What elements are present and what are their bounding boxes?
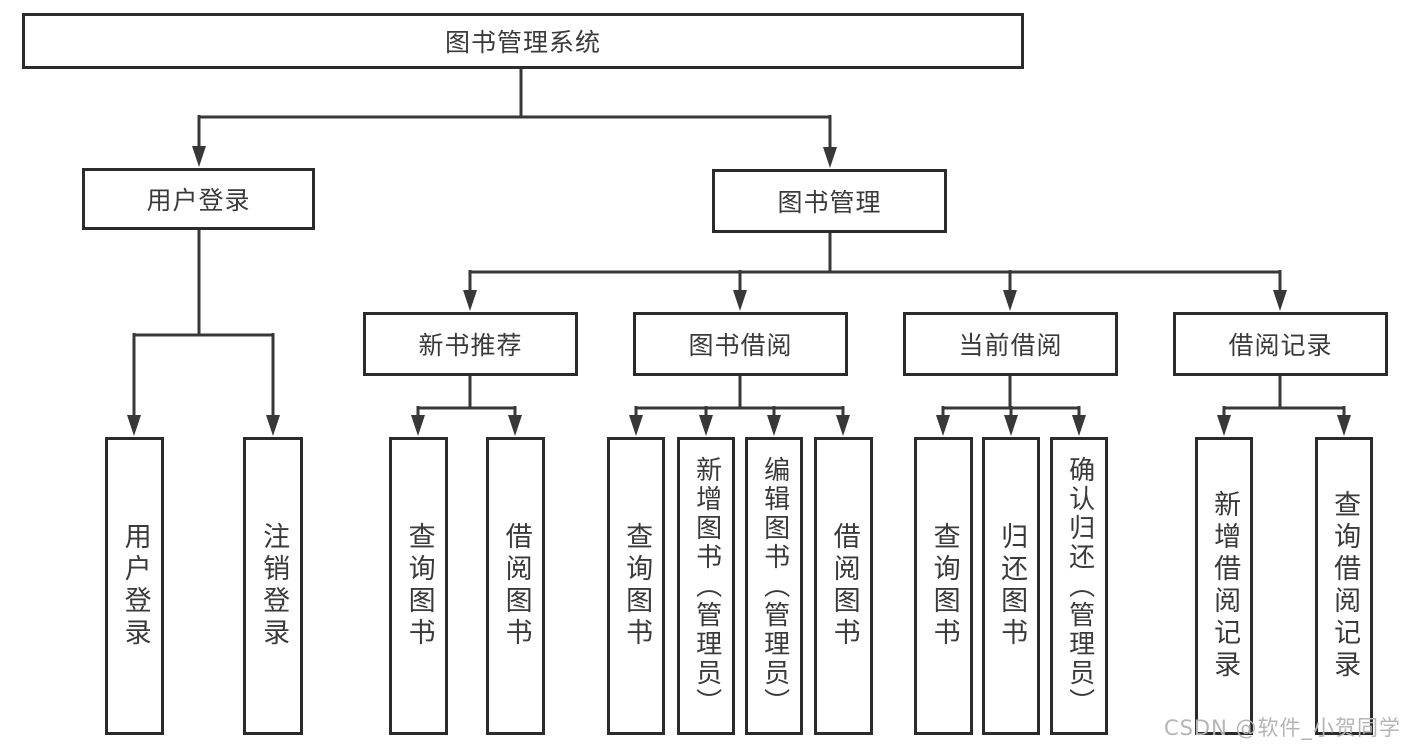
node-label: 图书管理 bbox=[777, 188, 882, 217]
leaf-query-books-recommend: 查询图书 bbox=[389, 437, 448, 735]
node-label: 用户登录 bbox=[119, 522, 151, 650]
node-label: 编辑图书（管理员） bbox=[759, 455, 790, 717]
node-label: 查询图书 bbox=[928, 522, 960, 650]
node-root: 图书管理系统 bbox=[22, 13, 1024, 69]
node-label: 新增借阅记录 bbox=[1209, 490, 1241, 682]
watermark: CSDN @软件_小贺同学 bbox=[1163, 716, 1401, 740]
node-label: 图书借阅 bbox=[688, 331, 793, 360]
node-label: 确认归还（管理员） bbox=[1064, 455, 1095, 717]
node-label: 归还图书 bbox=[996, 522, 1028, 650]
leaf-borrow-books-borrow: 借阅图书 bbox=[814, 437, 873, 735]
node-new-book-recommend: 新书推荐 bbox=[363, 312, 578, 376]
node-user-login: 用户登录 bbox=[82, 168, 315, 230]
leaf-logout: 注销登录 bbox=[243, 437, 303, 735]
node-label: 图书管理系统 bbox=[444, 28, 601, 57]
node-book-borrow: 图书借阅 bbox=[633, 312, 848, 376]
node-label: 注销登录 bbox=[258, 522, 290, 650]
node-label: 查询借阅记录 bbox=[1329, 490, 1361, 682]
node-book-management: 图书管理 bbox=[712, 169, 947, 233]
node-borrow-records: 借阅记录 bbox=[1173, 312, 1388, 376]
node-label: 新增图书（管理员） bbox=[691, 455, 722, 717]
leaf-add-borrow-record: 新增借阅记录 bbox=[1195, 437, 1253, 735]
node-label: 借阅图书 bbox=[500, 522, 532, 650]
leaf-query-borrow-record: 查询借阅记录 bbox=[1315, 437, 1373, 735]
leaf-edit-books-admin: 编辑图书（管理员） bbox=[745, 437, 803, 735]
node-label: 借阅记录 bbox=[1228, 331, 1333, 360]
leaf-query-books-current: 查询图书 bbox=[914, 437, 973, 735]
node-label: 用户登录 bbox=[146, 186, 251, 215]
node-label: 新书推荐 bbox=[418, 331, 523, 360]
leaf-borrow-books-recommend: 借阅图书 bbox=[486, 437, 545, 735]
node-label: 查询图书 bbox=[403, 522, 435, 650]
node-label: 查询图书 bbox=[621, 522, 653, 650]
arrowheads bbox=[127, 146, 1351, 436]
node-current-borrow: 当前借阅 bbox=[903, 312, 1118, 376]
leaf-add-books-admin: 新增图书（管理员） bbox=[677, 437, 735, 735]
leaf-return-books: 归还图书 bbox=[982, 437, 1040, 735]
leaf-user-login: 用户登录 bbox=[105, 437, 164, 735]
leaf-query-books-borrow: 查询图书 bbox=[607, 437, 665, 735]
leaf-confirm-return-admin: 确认归还（管理员） bbox=[1050, 437, 1108, 735]
node-label: 当前借阅 bbox=[958, 331, 1063, 360]
node-label: 借阅图书 bbox=[828, 522, 860, 650]
